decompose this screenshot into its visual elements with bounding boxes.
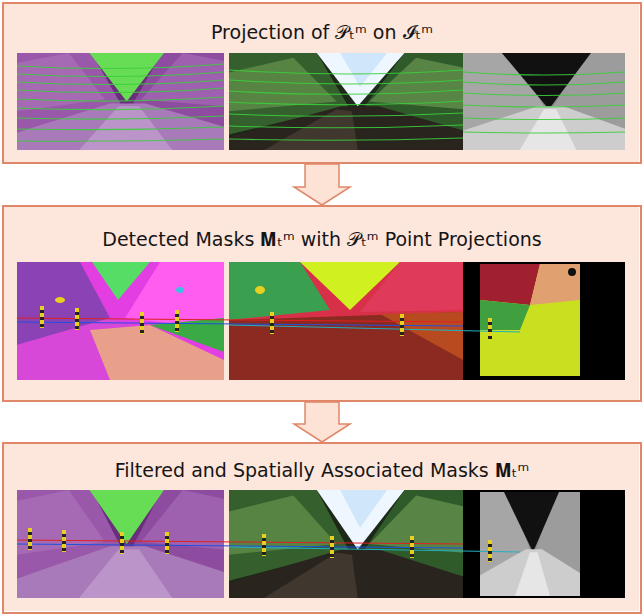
stage-band: Detected Masks 𝐌ₜᵐ with 𝒫ₜᵐ Point Projec… <box>2 205 642 402</box>
band-heading: Filtered and Spatially Associated Masks … <box>109 458 536 482</box>
band-heading: Detected Masks 𝐌ₜᵐ with 𝒫ₜᵐ Point Projec… <box>96 227 547 251</box>
stage-band: Filtered and Spatially Associated Masks … <box>2 442 642 614</box>
stage-band: Projection of 𝒫ₜᵐ on 𝓘ₜᵐ <box>2 2 642 164</box>
block-arrow <box>294 402 350 442</box>
band-heading: Projection of 𝒫ₜᵐ on 𝓘ₜᵐ <box>205 20 439 44</box>
block-arrow <box>294 164 350 205</box>
